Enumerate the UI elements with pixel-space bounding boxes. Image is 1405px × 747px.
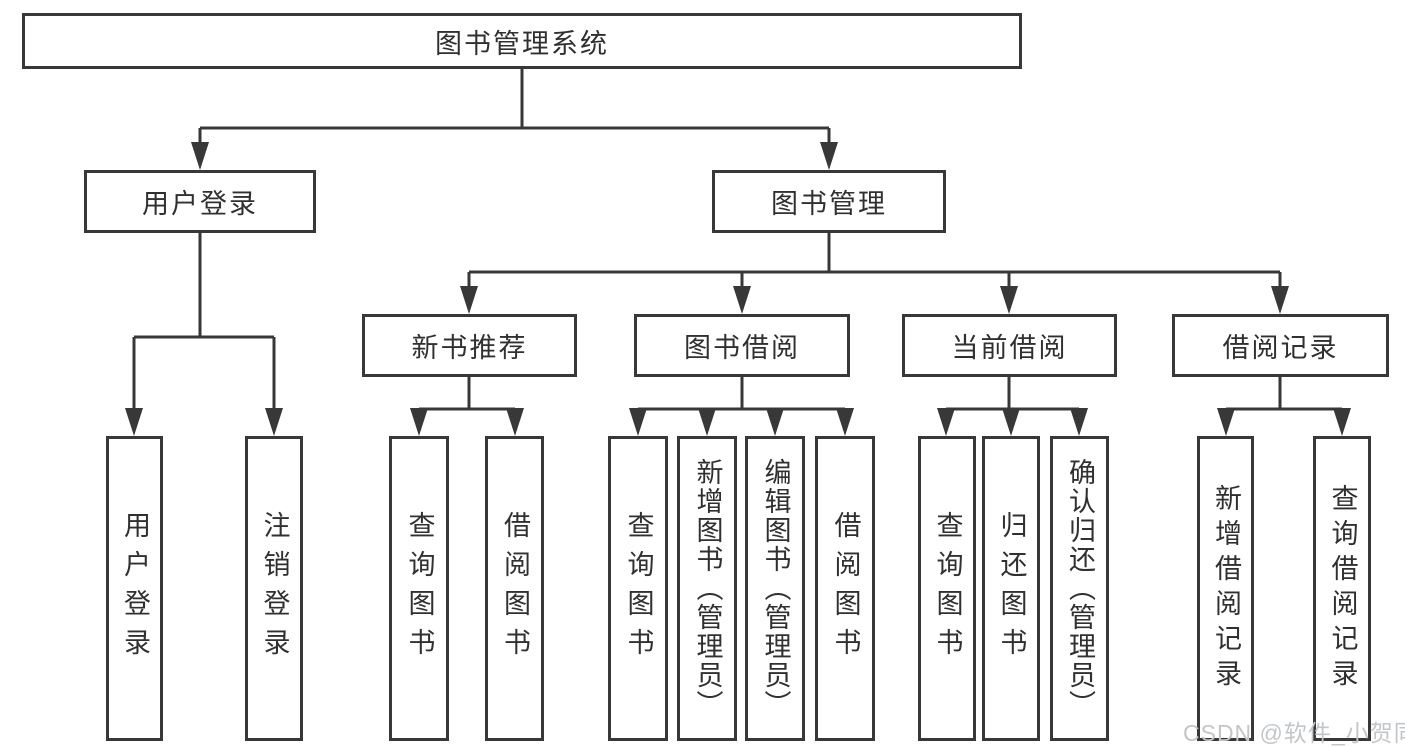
leaf-query-books-current: 查询图书	[918, 436, 976, 741]
arrowhead	[410, 408, 428, 436]
leaf-confirm-return-admin: 确认归还（管理员）	[1050, 436, 1109, 741]
arrowhead	[766, 408, 784, 436]
arrowhead	[698, 408, 716, 436]
leaf-return-books: 归还图书	[982, 436, 1040, 741]
leaf-label: 用户登录	[120, 510, 150, 667]
leaf-label: 新增图书（管理员）	[692, 458, 723, 719]
leaf-borrow-books-recommend: 借阅图书	[485, 436, 544, 741]
leaf-label: 借阅图书	[500, 510, 530, 667]
leaf-label: 确认归还（管理员）	[1065, 458, 1095, 719]
leaf-query-books-recommend: 查询图书	[389, 436, 449, 741]
arrowhead	[1002, 408, 1020, 436]
leaf-user-login: 用户登录	[106, 436, 163, 741]
arrowhead	[460, 286, 478, 314]
node-user-login: 用户登录	[84, 170, 316, 233]
arrowhead	[1271, 286, 1289, 314]
watermark-text: CSDN @软件_小贺同学	[1183, 720, 1405, 746]
leaf-edit-books-admin: 编辑图书（管理员）	[745, 436, 805, 741]
arrowhead	[733, 286, 751, 314]
arrowhead	[629, 408, 647, 436]
node-label: 新书推荐	[411, 333, 528, 363]
arrowhead	[265, 408, 283, 436]
node-current-borrowing: 当前借阅	[902, 314, 1117, 377]
leaf-label: 查询图书	[404, 510, 435, 667]
leaf-label: 编辑图书（管理员）	[760, 458, 791, 719]
node-book-management: 图书管理	[712, 170, 946, 233]
leaf-label: 查询图书	[932, 510, 963, 667]
leaf-label: 归还图书	[996, 510, 1027, 667]
arrowhead	[191, 142, 209, 170]
leaf-label: 注销登录	[259, 510, 290, 667]
arrowhead	[1333, 408, 1351, 436]
leaf-label: 借阅图书	[830, 510, 861, 667]
node-new-book-recommendation: 新书推荐	[362, 314, 577, 377]
arrowhead	[1217, 408, 1235, 436]
leaf-add-borrow-record: 新增借阅记录	[1197, 436, 1254, 741]
leaf-label: 查询图书	[623, 510, 654, 667]
arrowhead	[820, 142, 838, 170]
node-label: 当前借阅	[951, 333, 1068, 363]
node-label: 用户登录	[142, 189, 258, 219]
leaf-query-borrow-record: 查询借阅记录	[1313, 436, 1371, 741]
arrowheads	[125, 142, 1351, 436]
leaf-label: 新增借阅记录	[1211, 483, 1241, 694]
node-book-borrowing: 图书借阅	[634, 314, 850, 377]
node-library-system: 图书管理系统	[22, 13, 1022, 69]
leaf-query-books-borrowing: 查询图书	[608, 436, 668, 741]
arrowhead	[836, 408, 854, 436]
leaf-label: 查询借阅记录	[1327, 483, 1358, 694]
node-label: 图书管理系统	[435, 28, 609, 59]
node-label: 图书管理	[771, 189, 887, 219]
arrowhead	[506, 408, 524, 436]
arrowhead	[1070, 408, 1088, 436]
arrowhead	[937, 408, 955, 436]
leaf-borrow-books-borrowing: 借阅图书	[815, 436, 875, 741]
node-label: 图书借阅	[684, 333, 800, 363]
arrowhead	[125, 408, 143, 436]
leaf-add-books-admin: 新增图书（管理员）	[677, 436, 737, 741]
arrowhead	[1000, 286, 1018, 314]
node-borrowing-records: 借阅记录	[1172, 314, 1389, 377]
node-label: 借阅记录	[1222, 333, 1339, 363]
leaf-logout: 注销登录	[245, 436, 303, 741]
